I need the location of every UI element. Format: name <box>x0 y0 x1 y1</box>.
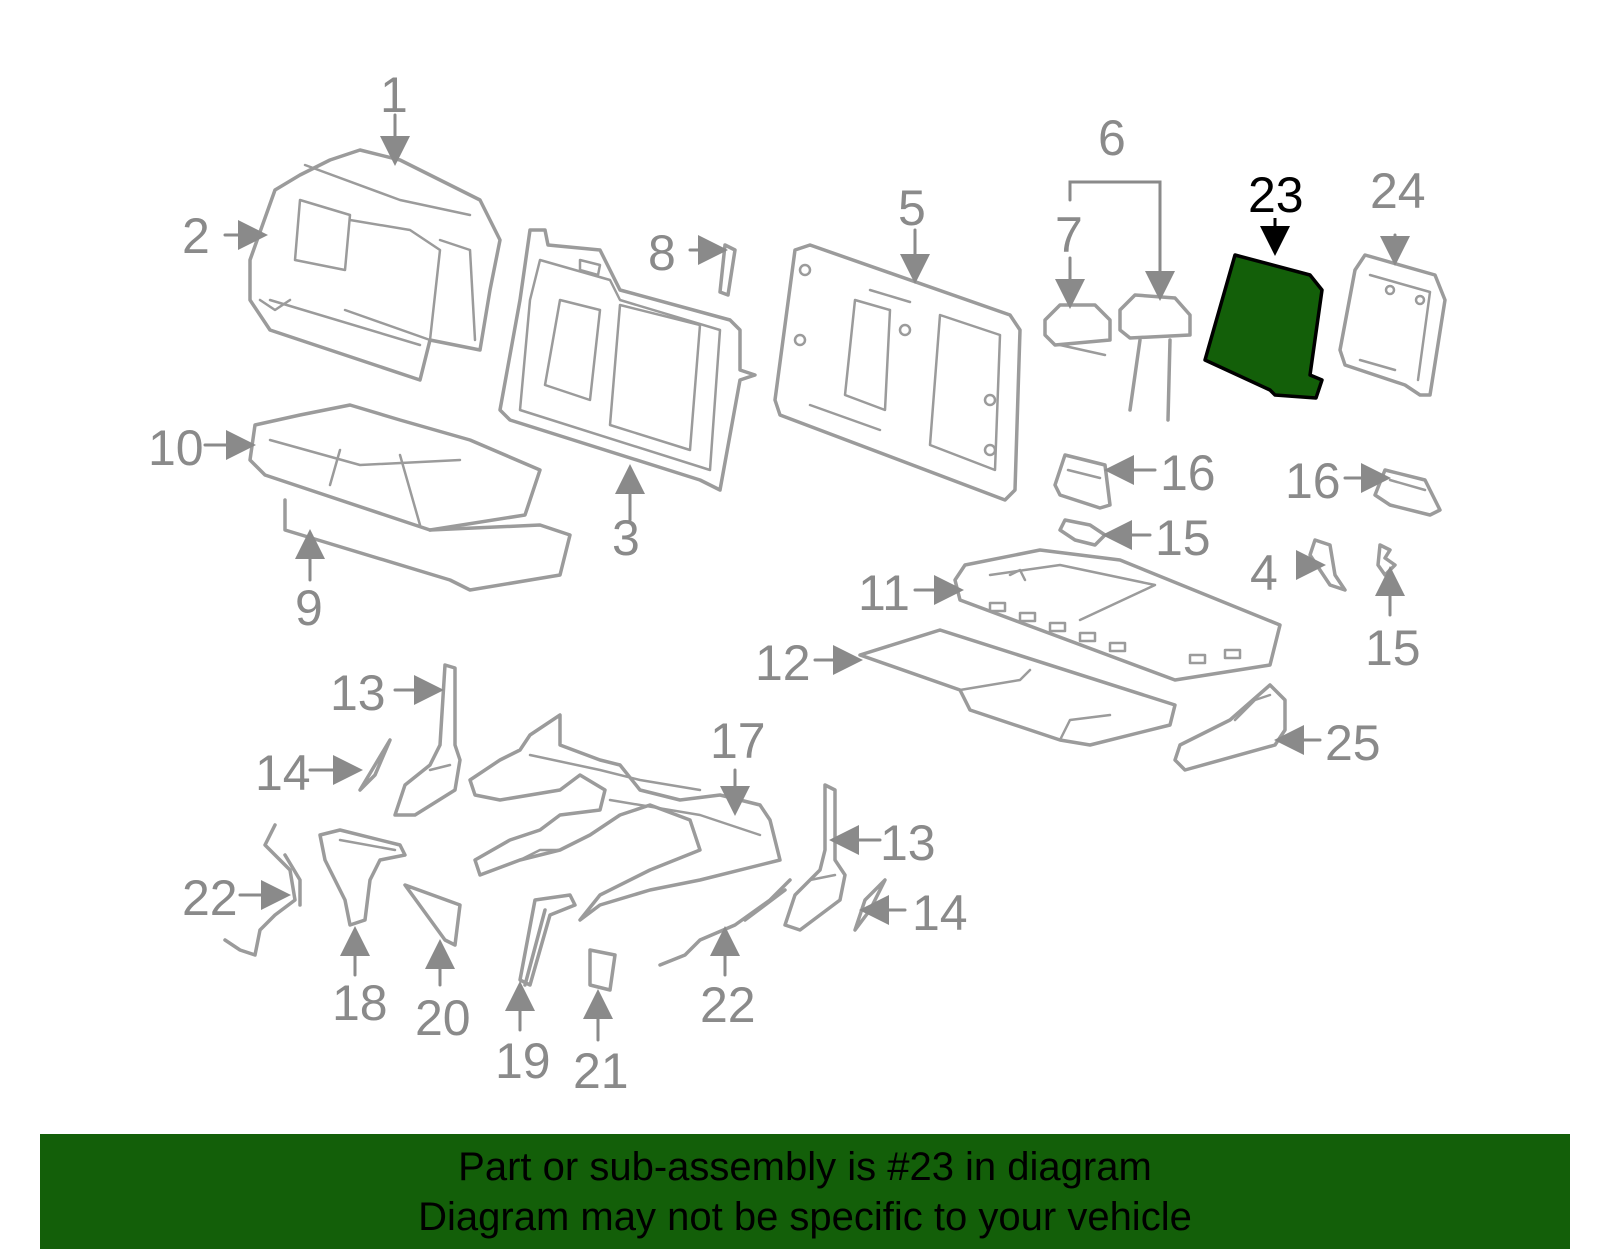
part-20-cover <box>403 883 462 947</box>
part-seat-back-frame <box>498 228 757 492</box>
callout-3: 3 <box>612 510 640 566</box>
part-pin <box>718 243 737 297</box>
callout-22b: 22 <box>700 977 756 1033</box>
footer-banner: Part or sub-assembly is #23 in diagram D… <box>40 1134 1570 1249</box>
callout-8: 8 <box>648 225 676 281</box>
callout-17: 17 <box>710 713 766 769</box>
callout-18: 18 <box>332 975 388 1031</box>
part-seat-back-cover <box>248 148 502 382</box>
callout-19: 19 <box>495 1033 551 1089</box>
part-rear-back-panel <box>1338 253 1447 397</box>
callout-labels: 1 2 3 4 5 6 7 8 9 10 11 12 13 13 14 14 1… <box>148 67 1426 1099</box>
banner-line-2: Diagram may not be specific to your vehi… <box>418 1195 1192 1239</box>
callout-16a: 16 <box>1160 445 1216 501</box>
part-clip-15b <box>1376 543 1397 577</box>
part-headrest <box>1118 293 1192 422</box>
part-bracket-16a <box>1053 453 1112 510</box>
callout-23: 23 <box>1248 167 1304 223</box>
callout-14a: 14 <box>255 745 311 801</box>
callout-6: 6 <box>1098 110 1126 166</box>
part-headrest-small <box>1043 303 1112 357</box>
lead-lines <box>203 113 1410 1042</box>
callout-22a: 22 <box>182 870 238 926</box>
part-clip-15a <box>1058 518 1107 547</box>
part-trim-14a <box>358 738 392 792</box>
part-19-strip <box>518 893 577 987</box>
part-21-clip <box>588 948 617 992</box>
callout-15a: 15 <box>1155 510 1211 566</box>
part-23-highlighted <box>1203 253 1324 400</box>
callout-20: 20 <box>415 990 471 1046</box>
callout-4: 4 <box>1250 545 1278 601</box>
callout-12: 12 <box>755 635 811 691</box>
part-floor-tray <box>858 628 1177 747</box>
callout-13a: 13 <box>330 665 386 721</box>
callout-15b: 15 <box>1365 620 1421 676</box>
callout-2: 2 <box>182 208 210 264</box>
part-18-bracket <box>318 828 407 927</box>
callout-5: 5 <box>898 180 926 236</box>
callout-21: 21 <box>573 1043 629 1099</box>
callout-13b: 13 <box>880 815 936 871</box>
part-rear-panel <box>773 243 1022 502</box>
part-bracket-25 <box>1173 683 1287 772</box>
callout-10: 10 <box>148 420 204 476</box>
callout-16b: 16 <box>1285 453 1341 509</box>
part-side-bracket-13b <box>783 783 847 932</box>
callout-14b: 14 <box>912 885 968 941</box>
callout-25: 25 <box>1325 715 1381 771</box>
callout-1: 1 <box>380 67 408 123</box>
callout-24: 24 <box>1370 163 1426 219</box>
callout-11: 11 <box>858 565 910 621</box>
part-trim-14b <box>853 878 887 932</box>
callout-9: 9 <box>295 580 323 636</box>
callout-7: 7 <box>1055 207 1083 263</box>
part-seat-frame-17 <box>468 713 782 922</box>
banner-line-1: Part or sub-assembly is #23 in diagram <box>458 1145 1152 1189</box>
part-bracket-16b <box>1373 468 1442 517</box>
part-seat-cushion <box>248 403 542 532</box>
part-side-bracket-13a <box>393 663 462 817</box>
